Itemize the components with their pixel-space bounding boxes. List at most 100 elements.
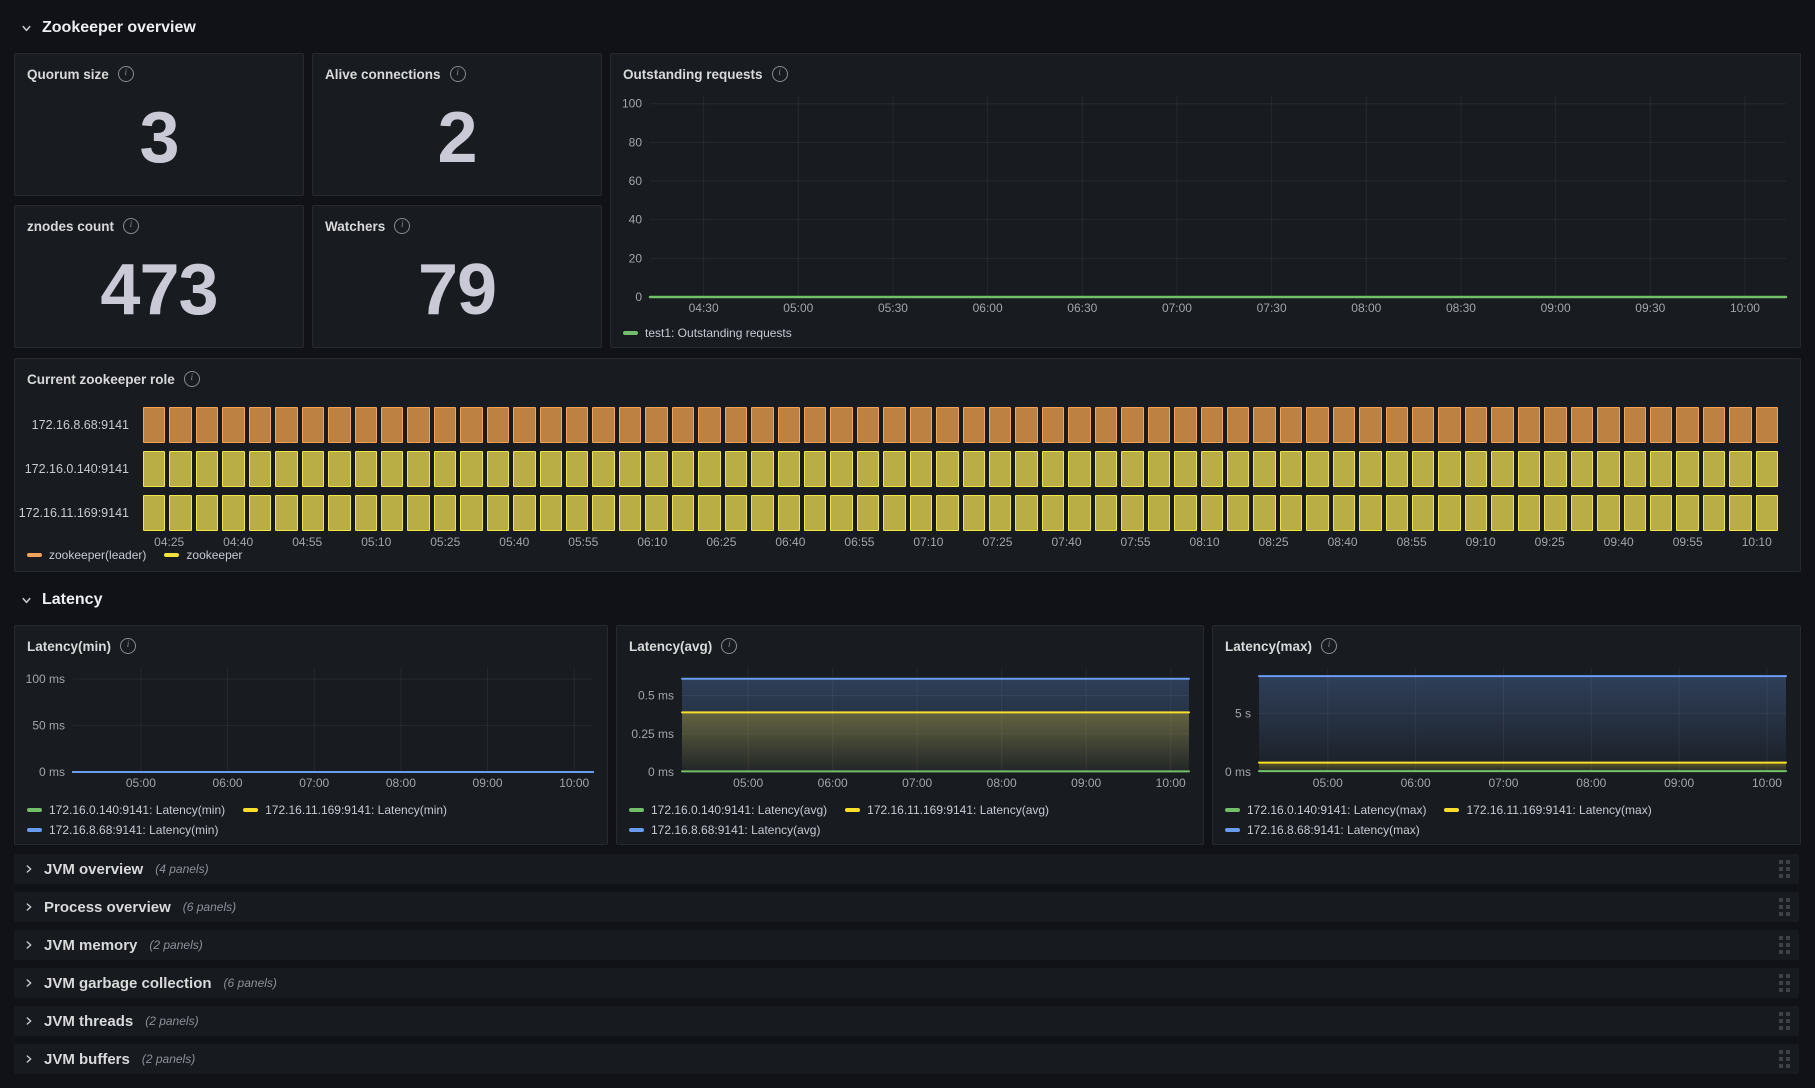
state-block xyxy=(962,495,985,531)
state-block xyxy=(380,407,404,443)
chevron-right-icon xyxy=(23,1053,35,1065)
legend-item[interactable]: 172.16.8.68:9141: Latency(avg) xyxy=(629,823,820,837)
legend-series-swatch xyxy=(164,553,180,557)
state-block xyxy=(1359,407,1382,443)
state-block xyxy=(1438,495,1461,531)
svg-text:0.5 ms: 0.5 ms xyxy=(638,689,674,703)
state-block xyxy=(618,451,642,487)
state-block xyxy=(1253,451,1276,487)
panel-title[interactable]: Latency(avg) xyxy=(629,638,713,654)
panel-title[interactable]: znodes count xyxy=(27,218,114,234)
x-axis-tick: 10:10 xyxy=(1741,535,1772,549)
drag-handle-icon[interactable] xyxy=(1779,1012,1790,1030)
x-axis-tick: 07:25 xyxy=(982,535,1013,549)
info-icon[interactable]: i xyxy=(117,66,134,82)
drag-handle-icon[interactable] xyxy=(1779,860,1790,878)
state-block xyxy=(143,407,166,443)
legend-item[interactable]: test1: Outstanding requests xyxy=(623,326,792,340)
state-block xyxy=(592,451,615,487)
x-axis-tick: 07:40 xyxy=(1051,535,1082,549)
info-icon[interactable]: i xyxy=(183,371,200,387)
chart-legend: 172.16.0.140:9141: Latency(min) 172.16.11… xyxy=(27,803,599,837)
svg-text:07:30: 07:30 xyxy=(1257,301,1287,315)
state-block xyxy=(1570,495,1594,531)
timeline-row-label: 172.16.0.140:9141 xyxy=(24,462,129,476)
state-block xyxy=(1068,495,1091,531)
section-title: Latency xyxy=(42,591,103,608)
state-block xyxy=(1438,407,1461,443)
state-block xyxy=(1094,495,1118,531)
state-block xyxy=(698,407,721,443)
legend-series-swatch xyxy=(1225,808,1240,812)
state-block xyxy=(1544,451,1567,487)
svg-text:60: 60 xyxy=(629,174,643,188)
section-row-process-overview[interactable]: Process overview (6 panels) xyxy=(14,892,1799,922)
state-block xyxy=(883,407,906,443)
panel-title[interactable]: Latency(min) xyxy=(27,638,112,654)
svg-text:06:30: 06:30 xyxy=(1067,301,1097,315)
chevron-right-icon xyxy=(23,901,35,913)
section-row-zookeeper-overview[interactable]: Zookeeper overview xyxy=(20,16,196,40)
legend-item[interactable]: 172.16.11.169:9141: Latency(min) xyxy=(243,803,447,817)
svg-text:100: 100 xyxy=(622,97,642,111)
panel-title[interactable]: Watchers xyxy=(325,218,386,234)
info-icon[interactable]: i xyxy=(123,218,139,234)
panel-title[interactable]: Latency(max) xyxy=(1225,638,1313,654)
legend-item[interactable]: 172.16.0.140:9141: Latency(max) xyxy=(1225,803,1426,817)
legend-item[interactable]: 172.16.0.140:9141: Latency(min) xyxy=(27,803,225,817)
section-row-jvm-threads[interactable]: JVM threads (2 panels) xyxy=(14,1006,1799,1036)
svg-text:06:00: 06:00 xyxy=(213,776,243,790)
legend-series-swatch xyxy=(243,808,259,812)
x-axis-tick: 04:40 xyxy=(223,535,254,549)
legend-item[interactable]: 172.16.11.169:9141: Latency(avg) xyxy=(845,803,1049,817)
info-icon[interactable]: i xyxy=(120,638,137,654)
state-block xyxy=(1702,495,1726,531)
drag-handle-icon[interactable] xyxy=(1779,898,1790,916)
state-block xyxy=(380,495,404,531)
section-row-jvm-garbage-collection[interactable]: JVM garbage collection (6 panels) xyxy=(14,968,1799,998)
drag-handle-icon[interactable] xyxy=(1779,1050,1790,1068)
section-row-latency[interactable]: Latency xyxy=(20,588,102,612)
state-block xyxy=(1015,451,1038,487)
state-block xyxy=(1649,451,1673,487)
legend-item[interactable]: zookeeper xyxy=(164,548,242,562)
section-row-jvm-overview[interactable]: JVM overview (4 panels) xyxy=(14,854,1799,884)
svg-text:04:30: 04:30 xyxy=(689,301,719,315)
info-icon[interactable]: i xyxy=(721,638,738,654)
state-block xyxy=(989,407,1012,443)
x-axis-tick: 07:55 xyxy=(1120,535,1151,549)
legend-item[interactable]: zookeeper(leader) xyxy=(27,548,146,562)
state-block xyxy=(1094,451,1118,487)
legend-item[interactable]: 172.16.8.68:9141: Latency(max) xyxy=(1225,823,1420,837)
info-icon[interactable]: i xyxy=(394,218,411,234)
svg-text:0 ms: 0 ms xyxy=(39,765,65,779)
info-icon[interactable]: i xyxy=(1321,638,1338,654)
info-icon[interactable]: i xyxy=(771,66,788,82)
svg-text:05:00: 05:00 xyxy=(1313,776,1343,790)
section-row-jvm-buffers[interactable]: JVM buffers (2 panels) xyxy=(14,1044,1799,1074)
x-axis-tick: 04:55 xyxy=(292,535,323,549)
legend-item[interactable]: 172.16.8.68:9141: Latency(min) xyxy=(27,823,218,837)
panel-title[interactable]: Outstanding requests xyxy=(623,66,763,82)
section-row-jvm-memory[interactable]: JVM memory (2 panels) xyxy=(14,930,1799,960)
state-block xyxy=(1121,451,1144,487)
state-block xyxy=(1729,495,1752,531)
svg-text:10:00: 10:00 xyxy=(1730,301,1760,315)
state-block xyxy=(1041,495,1065,531)
state-block xyxy=(645,495,668,531)
state-block xyxy=(1041,407,1065,443)
drag-handle-icon[interactable] xyxy=(1779,936,1790,954)
drag-handle-icon[interactable] xyxy=(1779,974,1790,992)
panel-title[interactable]: Alive connections xyxy=(325,66,441,82)
panel-title[interactable]: Quorum size xyxy=(27,66,109,82)
info-icon[interactable]: i xyxy=(449,66,466,82)
legend-item[interactable]: 172.16.11.169:9141: Latency(max) xyxy=(1444,803,1652,817)
legend-item[interactable]: 172.16.0.140:9141: Latency(avg) xyxy=(629,803,827,817)
row-title: JVM overview xyxy=(44,860,144,878)
legend-series-swatch xyxy=(623,331,638,335)
panel-title[interactable]: Current zookeeper role xyxy=(27,371,175,387)
state-block xyxy=(1729,407,1752,443)
